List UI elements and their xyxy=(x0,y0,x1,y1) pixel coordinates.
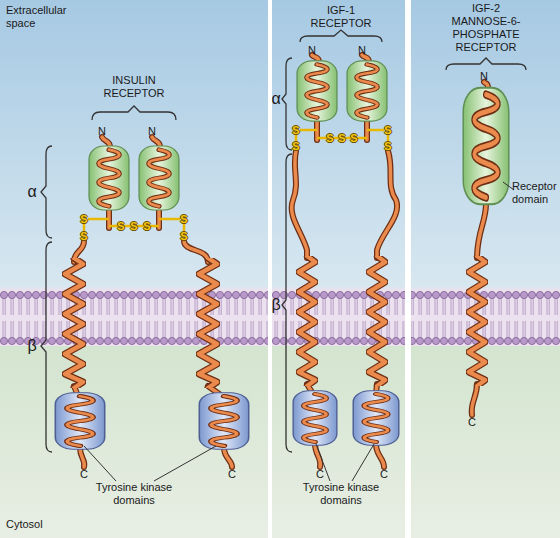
receptor-title: IGF-2 MANNOSE-6-PHOSPHATE RECEPTOR xyxy=(444,2,528,54)
disulfide-bond xyxy=(84,130,388,232)
terminus-label: N xyxy=(358,44,366,57)
subunit-label: β xyxy=(271,296,280,314)
polypeptide-chain xyxy=(74,55,488,467)
receptor-domain xyxy=(89,61,509,210)
terminus-label: N xyxy=(480,70,488,83)
subunit-label: α xyxy=(271,90,280,108)
disulfide-label: S xyxy=(180,213,187,226)
disulfide-label: S xyxy=(143,220,150,233)
subunit-label: α xyxy=(27,183,36,201)
terminus-label: C xyxy=(380,468,388,481)
disulfide-label: S xyxy=(180,230,187,243)
transmembrane-helix xyxy=(65,256,485,388)
terminus-label: C xyxy=(316,468,324,481)
domain-callout: Tyrosine kinase domains xyxy=(92,481,176,507)
disulfide-label: S xyxy=(350,132,357,145)
receptor-title: IGF-1 RECEPTOR xyxy=(301,4,381,30)
bracket xyxy=(41,30,526,452)
domain-callout: Receptor domain xyxy=(512,180,560,206)
terminus-label: N xyxy=(98,125,106,138)
terminus-label: N xyxy=(308,44,316,57)
terminus-label: C xyxy=(80,468,88,481)
disulfide-label: S xyxy=(292,124,299,137)
disulfide-label: S xyxy=(80,230,87,243)
polypeptide-outline xyxy=(74,55,488,467)
terminus-label: C xyxy=(228,468,236,481)
subunit-label: β xyxy=(27,337,36,355)
disulfide-label: S xyxy=(80,213,87,226)
leader-line xyxy=(84,182,514,481)
receptor-title: INSULIN RECEPTOR xyxy=(84,74,184,100)
domain-callout: Tyrosine kinase domains xyxy=(299,481,383,507)
disulfide-label: S xyxy=(338,132,345,145)
region-label: Extracellular space xyxy=(6,4,82,30)
terminus-label: N xyxy=(148,125,156,138)
disulfide-label: S xyxy=(130,220,137,233)
region-label: Cytosol xyxy=(6,518,86,531)
disulfide-label: S xyxy=(292,140,299,153)
disulfide-label: S xyxy=(117,220,124,233)
disulfide-label: S xyxy=(326,132,333,145)
terminus-label: C xyxy=(468,416,476,429)
disulfide-label: S xyxy=(384,124,391,137)
disulfide-label: S xyxy=(384,140,391,153)
tyrosine-kinase-domain xyxy=(55,391,399,449)
